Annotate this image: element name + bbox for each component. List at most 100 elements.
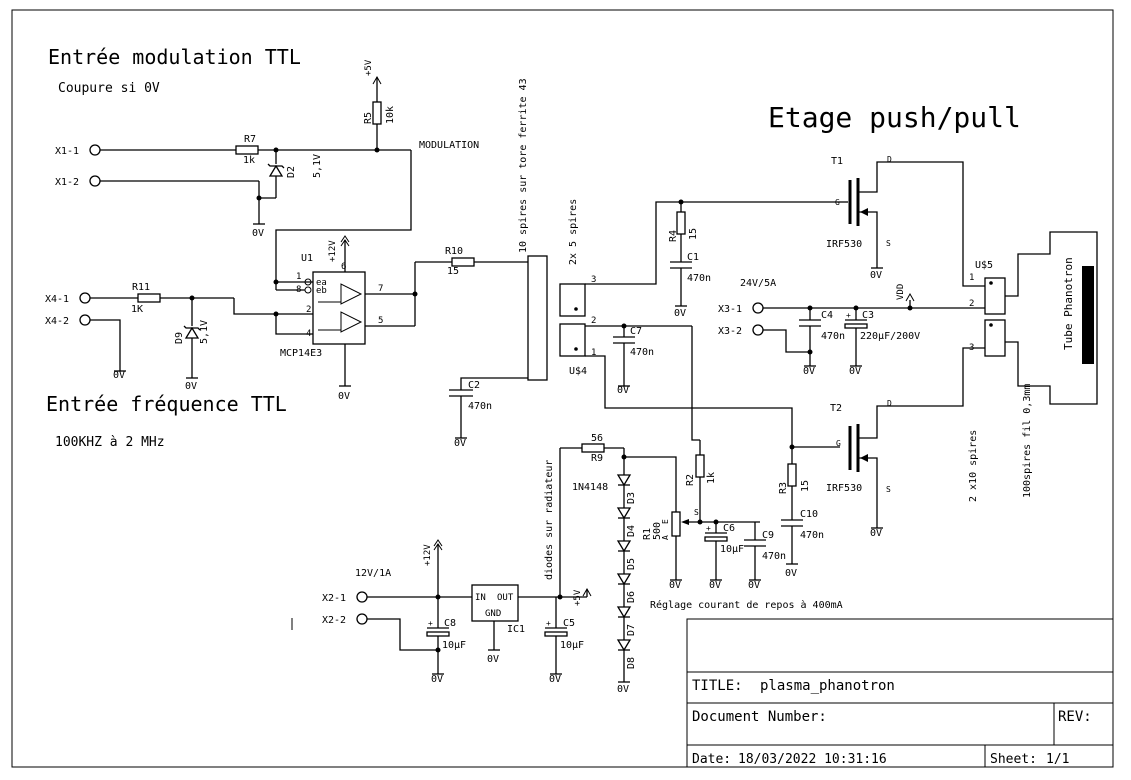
- sheet-value: 1/1: [1046, 752, 1069, 767]
- svg-text:0V: 0V: [549, 674, 561, 685]
- regulator-ic1: [471, 584, 519, 622]
- resistor-r2: [695, 454, 705, 478]
- svg-text:C5: C5: [563, 618, 575, 629]
- diode-d7: [616, 606, 632, 619]
- svg-text:1: 1: [591, 348, 596, 358]
- rev-label: REV:: [1058, 709, 1092, 725]
- resistor-r10: [451, 257, 475, 267]
- title-value: plasma_phanotron: [760, 678, 895, 694]
- title-block: TITLE: plasma_phanotron Document Number:…: [686, 618, 1113, 767]
- svg-text:+12V: +12V: [328, 240, 338, 262]
- svg-text:2: 2: [591, 316, 596, 326]
- svg-text:0V: 0V: [487, 654, 499, 665]
- svg-text:C9: C9: [762, 530, 774, 541]
- svg-text:+: +: [428, 619, 433, 628]
- svg-text:+: +: [546, 619, 551, 628]
- secondary-turns-note: 2 x10 spires: [968, 430, 979, 502]
- resistor-r11: [137, 293, 161, 303]
- diodes-heatsink-note: diodes sur radiateur: [544, 460, 555, 580]
- tube-label: Tube Phanotron: [1062, 257, 1075, 350]
- sheet-frame: [11, 9, 1114, 768]
- svg-text:C2: C2: [468, 380, 480, 391]
- svg-text:C6: C6: [723, 523, 735, 534]
- svg-text:3: 3: [591, 275, 596, 285]
- svg-text:C3: C3: [862, 310, 874, 321]
- svg-text:OUT: OUT: [497, 593, 514, 603]
- svg-text:1: 1: [296, 272, 301, 282]
- svg-text:X2-2: X2-2: [322, 615, 346, 626]
- svg-text:10µF: 10µF: [442, 640, 466, 651]
- svg-text:ea: ea: [316, 278, 327, 288]
- svg-text:S: S: [694, 508, 699, 517]
- svg-text:C10: C10: [800, 509, 818, 520]
- svg-text:470n: 470n: [821, 331, 845, 342]
- svg-text:0V: 0V: [785, 568, 797, 579]
- svg-text:R10: R10: [445, 246, 463, 257]
- toroid-primary: [527, 255, 548, 381]
- svg-text:470n: 470n: [800, 530, 824, 541]
- svg-text:+5V: +5V: [573, 589, 583, 606]
- svg-text:0V: 0V: [748, 580, 760, 591]
- svg-text:D: D: [887, 399, 892, 408]
- diode-d8: [616, 639, 632, 652]
- svg-text:0V: 0V: [185, 381, 197, 392]
- svg-text:eb: eb: [316, 286, 327, 296]
- svg-text:R4: R4: [668, 230, 679, 242]
- supply-12v-label: 12V/1A: [355, 568, 391, 579]
- svg-text:S: S: [886, 239, 891, 248]
- connector-x3-1: [752, 302, 764, 314]
- sheet-label: Sheet:: [990, 752, 1037, 767]
- svg-text:5,1V: 5,1V: [312, 154, 323, 178]
- frequency-input-section: X4-1 X4-2 R11 1K D9 5,1V 0V 0V: [45, 282, 313, 392]
- diode-d5: [616, 540, 632, 553]
- frequency-range: 100KHZ à 2 MHz: [55, 435, 165, 450]
- resistor-r5: [372, 101, 382, 125]
- svg-text:R2: R2: [685, 474, 696, 486]
- svg-text:G: G: [836, 439, 841, 448]
- svg-text:56: 56: [591, 433, 603, 444]
- svg-text:C1: C1: [687, 252, 699, 263]
- modulation-net-label: MODULATION: [419, 140, 479, 151]
- diode-type-label: 1N4148: [572, 482, 608, 493]
- svg-text:C4: C4: [821, 310, 833, 321]
- svg-text:X2-1: X2-1: [322, 593, 346, 604]
- tube-winding-note: 100spires fil 0,3mm: [1022, 384, 1033, 498]
- svg-text:X1-1: X1-1: [55, 146, 79, 157]
- svg-text:GND: GND: [485, 609, 501, 619]
- heading-frequency-input: Entrée fréquence TTL: [46, 392, 287, 416]
- svg-text:0V: 0V: [252, 228, 264, 239]
- svg-text:15: 15: [688, 228, 699, 240]
- svg-text:D: D: [887, 155, 892, 164]
- svg-text:MCP14E3: MCP14E3: [280, 348, 322, 359]
- svg-text:IRF530: IRF530: [826, 239, 862, 250]
- output-transformer-u5: U$5 1 2 3 2 x10 spires 100spires fil 0,3…: [968, 231, 1098, 502]
- primary-turns-note: 2x 5 spires: [568, 199, 579, 265]
- svg-text:C7: C7: [630, 326, 642, 337]
- supply-24v: 24V/5A X3-1 X3-2 VDD C4 470n 0V + C3 220…: [718, 278, 985, 377]
- svg-text:15: 15: [800, 480, 811, 492]
- phanotron-tube: [1005, 231, 1098, 405]
- svg-text:0V: 0V: [803, 366, 815, 377]
- svg-text:T1: T1: [831, 156, 843, 167]
- bias-adjust-note: Réglage courant de repos à 400mA: [650, 599, 843, 611]
- svg-text:0V: 0V: [617, 684, 629, 695]
- modulation-note: Coupure si 0V: [58, 81, 160, 96]
- supply-24v-label: 24V/5A: [740, 278, 776, 289]
- connector-x4-1: [79, 292, 91, 304]
- svg-text:0V: 0V: [849, 366, 861, 377]
- svg-text:VDD: VDD: [896, 284, 906, 300]
- svg-text:10µF: 10µF: [720, 544, 744, 555]
- svg-text:X3-2: X3-2: [718, 326, 742, 337]
- svg-text:10µF: 10µF: [560, 640, 584, 651]
- svg-text:X1-2: X1-2: [55, 177, 79, 188]
- svg-text:0V: 0V: [674, 308, 686, 319]
- svg-text:A: A: [661, 535, 670, 540]
- connector-x2-1: [356, 591, 368, 603]
- zener-d9: [184, 326, 200, 339]
- svg-text:15: 15: [447, 266, 459, 277]
- svg-text:1k: 1k: [243, 155, 255, 166]
- svg-text:0V: 0V: [709, 580, 721, 591]
- connector-x1-1: [89, 144, 101, 156]
- svg-text:0V: 0V: [338, 391, 350, 402]
